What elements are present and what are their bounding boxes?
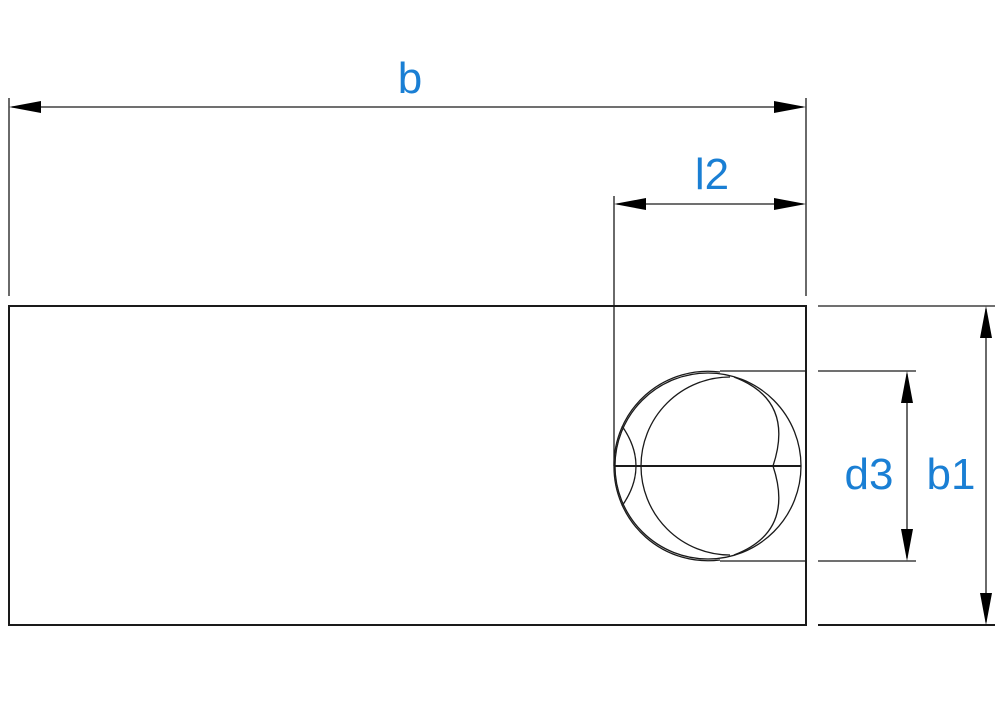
label-l2: l2 [695,150,729,199]
bore-left-edge [613,370,721,467]
arrow-b1-bottom [980,593,992,625]
arrow-l2-right [774,198,806,210]
arrow-d3-top [901,371,913,403]
dimension-d3 [901,371,913,561]
dimension-b [9,101,806,113]
arrow-d3-bottom [901,529,913,561]
dimension-b1 [980,306,992,625]
spherical-bore [613,370,802,562]
dimension-l2 [614,198,806,210]
label-b1: b1 [927,450,976,499]
arrow-b-right [774,101,806,113]
arrow-b1-top [980,306,992,338]
bore-left-edge-bottom [613,465,721,562]
part-outline [8,305,807,626]
label-b: b [398,54,422,103]
arrow-l2-left [614,198,646,210]
arrow-b-left [9,101,41,113]
label-d3: d3 [845,450,894,499]
